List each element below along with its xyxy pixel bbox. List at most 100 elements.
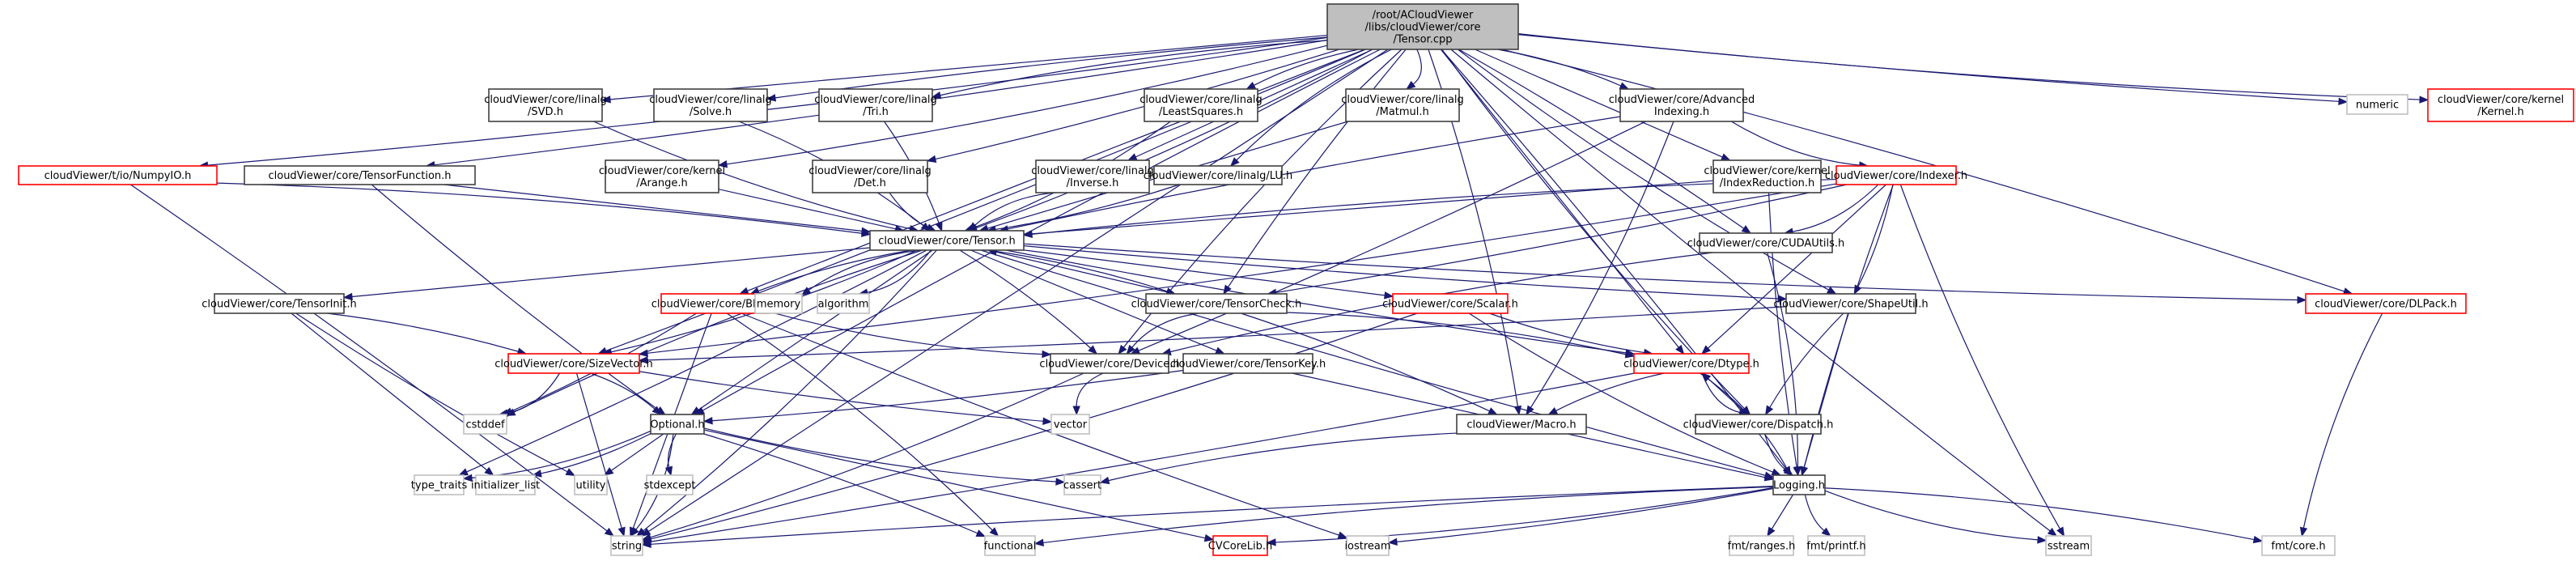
arrowhead-icon: [2037, 536, 2048, 544]
node-box: [754, 293, 803, 314]
node-box: [1345, 88, 1460, 122]
edge-line: [1555, 372, 1665, 411]
edge-line: [291, 312, 488, 471]
edge-root-to-det: [926, 49, 1339, 164]
node-tensorfunction[interactable]: cloudViewer/core/TensorFunction.h: [244, 165, 476, 185]
edge-line: [1254, 49, 1360, 86]
node-logging[interactable]: Logging.h: [1772, 474, 1826, 495]
node-shapeutil[interactable]: cloudViewer/core/ShapeUtil.h: [1773, 293, 1929, 314]
node-tensorinit[interactable]: cloudViewer/core/TensorInit.h: [202, 293, 357, 314]
node-label: memory: [757, 299, 801, 311]
node-indexer[interactable]: cloudViewer/core/Indexer.h: [1825, 165, 1967, 185]
node-label: cloudViewer/core/linalg: [814, 94, 937, 106]
edge-blob-to-iostream: [741, 312, 1348, 539]
node-indexreduction[interactable]: cloudViewer/core/kernel/IndexReduction.h: [1704, 159, 1831, 193]
edge-logging-to-sstream: [1824, 490, 2048, 544]
edge-line: [768, 311, 1043, 355]
node-matmul[interactable]: cloudViewer/core/linalg/Matmul.h: [1341, 88, 1464, 122]
node-box: [214, 293, 345, 314]
node-macro[interactable]: cloudViewer/Macro.h: [1456, 414, 1587, 435]
arrowhead-icon: [342, 292, 353, 301]
arrowhead-icon: [1223, 284, 1232, 295]
edge-tensor-to-scalar: [1023, 249, 1394, 300]
arrowhead-icon: [1777, 295, 1788, 303]
node-tensor[interactable]: cloudViewer/core/Tensor.h: [869, 230, 1025, 251]
edge-line: [647, 49, 1389, 533]
node-arange[interactable]: cloudViewer/core/kernel/Arange.h: [599, 159, 725, 193]
node-label: cloudViewer/core/Blob.h: [651, 299, 779, 311]
node-solve[interactable]: cloudViewer/core/linalg/Solve.h: [649, 88, 772, 122]
node-tensorkey[interactable]: cloudViewer/core/TensorKey.h: [1170, 353, 1326, 374]
edge-logging-to-iostream: [1387, 487, 1774, 546]
node-sizevector[interactable]: cloudViewer/core/SizeVector.h: [494, 353, 653, 374]
node-tri[interactable]: cloudViewer/core/linalg/Tri.h: [814, 88, 937, 122]
node-lu[interactable]: cloudViewer/core/linalg/LU.h: [1144, 165, 1292, 185]
edge-line: [507, 372, 560, 414]
edge-tensorinit-to-initlist: [291, 312, 494, 476]
node-utility: utility: [574, 474, 608, 495]
node-tensorcheck[interactable]: cloudViewer/core/TensorCheck.h: [1131, 293, 1302, 314]
node-initlist: initializer_list: [471, 474, 540, 495]
node-root[interactable]: /root/ACloudViewer/libs/cloudViewer/core…: [1326, 3, 1519, 50]
edge-tensorinit-to-utility: [295, 312, 576, 476]
node-scalar[interactable]: cloudViewer/core/Scalar.h: [1382, 293, 1518, 314]
node-kernel[interactable]: cloudViewer/core/kernel/Kernel.h: [2427, 88, 2574, 122]
node-dtype[interactable]: cloudViewer/core/Dtype.h: [1623, 353, 1759, 374]
edge-device-to-string: [641, 372, 1084, 542]
node-box: [1392, 293, 1509, 314]
node-box: [610, 535, 643, 556]
edge-tensorcheck-to-dtype: [1286, 312, 1636, 359]
node-box: [2346, 94, 2408, 115]
edge-logging-to-fmtranges: [1767, 494, 1794, 538]
node-det[interactable]: cloudViewer/core/linalg/Det.h: [808, 159, 932, 193]
edge-line: [2302, 312, 2383, 529]
node-dlpack[interactable]: cloudViewer/core/DLPack.h: [2305, 293, 2467, 314]
node-cudautils[interactable]: cloudViewer/core/CUDAUtils.h: [1687, 232, 1845, 253]
arrowhead-icon: [641, 540, 651, 549]
node-box: [1050, 414, 1090, 435]
arrowhead-icon: [1624, 351, 1636, 359]
node-dispatch[interactable]: cloudViewer/core/Dispatch.h: [1683, 414, 1834, 435]
node-cstddef: cstddef: [463, 414, 507, 435]
edge-root-to-matmul: [1406, 49, 1422, 90]
node-cvcorelib[interactable]: CVCoreLib.h: [1208, 535, 1273, 556]
arrowhead-icon: [1406, 80, 1416, 90]
edge-tensor-to-device: [959, 249, 1098, 355]
arrowhead-icon: [1741, 225, 1752, 234]
edge-line: [513, 249, 923, 413]
node-box: [1772, 474, 1826, 495]
edge-line: [959, 249, 1092, 349]
node-label: cloudViewer/core/linalg: [1031, 165, 1154, 177]
arrowhead-icon: [931, 91, 942, 100]
arrowhead-icon: [690, 406, 701, 415]
arrowhead-icon: [1118, 344, 1127, 355]
node-numpyio[interactable]: cloudViewer/t/io/NumpyIO.h: [18, 165, 218, 185]
edge-line: [1730, 121, 1860, 166]
node-box: [984, 535, 1036, 556]
edge-line: [1708, 184, 1886, 349]
edge-shapeutil-to-logging: [1800, 312, 1849, 477]
edge-tensor-to-tensorkey: [970, 249, 1225, 355]
edges-layer: [129, 32, 2430, 549]
edge-line: [1275, 487, 1774, 543]
node-box: [1212, 535, 1268, 556]
node-device[interactable]: cloudViewer/core/Device.h: [1039, 353, 1180, 374]
arrowhead-icon: [935, 221, 943, 232]
arrowhead-icon: [1383, 291, 1394, 300]
node-optional[interactable]: Optional.h: [650, 414, 705, 435]
edge-sizevector-to-vector: [639, 371, 1053, 425]
edge-line: [741, 312, 1339, 536]
node-svd[interactable]: cloudViewer/core/linalg/SVD.h: [484, 88, 607, 122]
edge-line: [647, 306, 1787, 361]
node-inverse[interactable]: cloudViewer/core/linalg/Inverse.h: [1031, 159, 1154, 193]
arrowhead-icon: [2419, 96, 2430, 104]
node-label: fmt/printf.h: [1806, 541, 1865, 553]
node-leastsquares[interactable]: cloudViewer/core/linalg/LeastSquares.h: [1139, 88, 1263, 122]
edge-optional-to-cvcorelib: [703, 429, 1215, 542]
arrowhead-icon: [462, 474, 473, 482]
node-label: Optional.h: [650, 419, 704, 431]
edge-numpyio-to-string: [129, 184, 615, 537]
node-label: /Inverse.h: [1067, 177, 1119, 189]
node-box: [2261, 535, 2336, 556]
